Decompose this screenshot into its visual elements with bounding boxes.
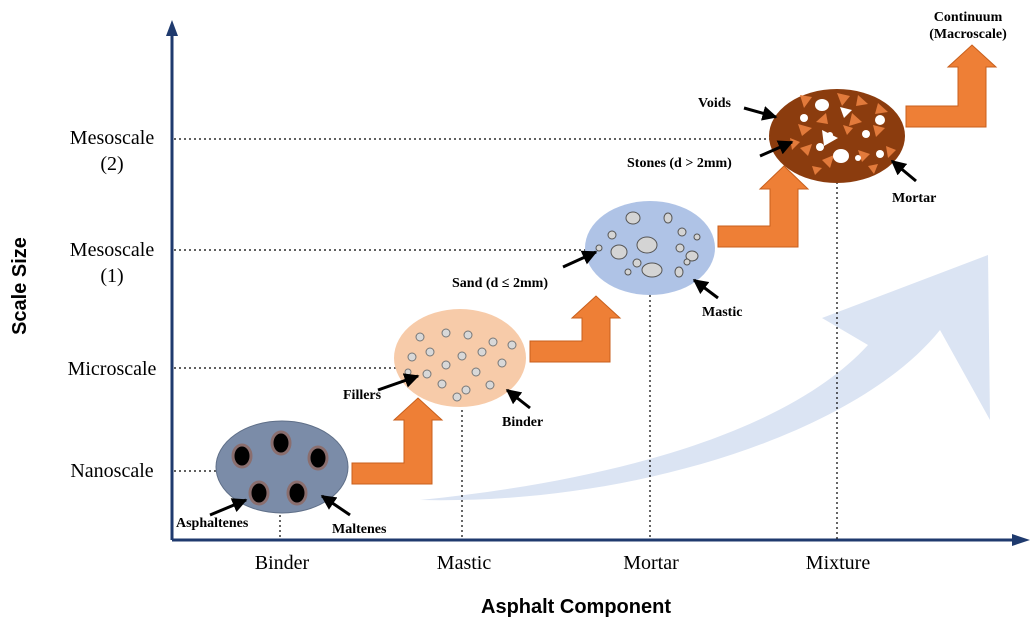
- voids-label: Voids: [698, 96, 732, 111]
- voids-arrow: [744, 108, 776, 117]
- fillers-label: Fillers: [343, 388, 382, 403]
- binder-label: Binder: [502, 415, 543, 430]
- x-tick-label-binder: Binder: [255, 552, 310, 574]
- x-tick-label-mastic: Mastic: [437, 552, 492, 574]
- stones-label: Stones (d > 2mm): [627, 156, 732, 171]
- mixture-stage: [769, 89, 905, 183]
- x-tick-label-mortar: Mortar: [623, 552, 679, 574]
- maltenes-label: Maltenes: [332, 522, 387, 537]
- mastic-label-arrow: [694, 280, 718, 298]
- x-tick-label-mixture: Mixture: [806, 552, 871, 574]
- y-tick-label-mesoscale-2-sub: (2): [100, 153, 123, 175]
- y-tick-label-mesoscale-1: Mesoscale: [70, 239, 155, 261]
- y-tick-label-nanoscale: Nanoscale: [70, 460, 153, 482]
- y-tick-label-microscale: Microscale: [68, 358, 157, 380]
- asphaltenes-label: Asphaltenes: [176, 516, 249, 531]
- step-arrow-3: [718, 166, 808, 247]
- mortar-label: Mortar: [892, 191, 936, 206]
- mixture-ellipse: [769, 89, 905, 183]
- y-tick-label-mesoscale-2: Mesoscale: [70, 127, 155, 149]
- step-arrow-2: [530, 296, 620, 362]
- continuum-label: Continuum: [934, 10, 1003, 25]
- step-arrow-1: [352, 398, 442, 484]
- mastic-label: Mastic: [702, 305, 742, 320]
- x-tick-labels: Binder Mastic Mortar Mixture: [255, 552, 871, 574]
- mortar-label-arrow: [892, 161, 916, 181]
- mastic-stage: [394, 309, 526, 407]
- continuum-sub-label: (Macroscale): [929, 27, 1007, 42]
- x-axis-arrowhead: [1012, 534, 1030, 546]
- sand-label: Sand (d ≤ 2mm): [452, 276, 548, 291]
- asphaltenes-arrow: [210, 500, 246, 515]
- step-arrow-4: [906, 45, 996, 127]
- y-axis-arrowhead: [166, 20, 178, 36]
- x-axis-title: Asphalt Component: [481, 596, 671, 618]
- maltenes-arrow: [322, 496, 350, 515]
- y-tick-label-mesoscale-1-sub: (1): [100, 265, 123, 287]
- y-axis-title: Scale Size: [9, 237, 31, 335]
- y-tick-labels: Nanoscale Microscale Mesoscale (1) Mesos…: [68, 127, 157, 482]
- binder-label-arrow: [507, 390, 530, 408]
